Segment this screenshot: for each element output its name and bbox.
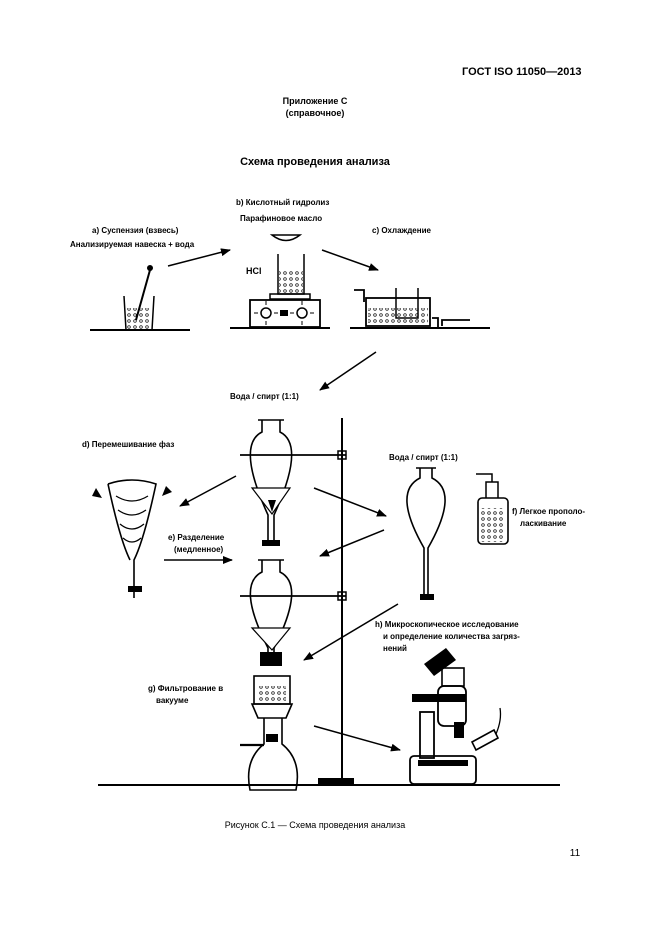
step-f-label: f) Легкое прополо- (512, 507, 586, 516)
step-d-label: d) Перемешивание фаз (82, 440, 175, 449)
step-h-sublabel: и определение количества загряз- (383, 632, 520, 641)
step-a-label: а) Суспензия (взвесь) (92, 226, 179, 235)
arrow-right-to-lower (319, 529, 385, 557)
figure-caption: Рисунок С.1 — Схема проведения анализа (224, 820, 406, 830)
beaker-suspension-icon (123, 265, 155, 331)
step-a-sublabel: Анализируемая навеска + вода (70, 240, 195, 249)
step-h-sublabel-end: нений (383, 644, 407, 653)
arrow-c-to-solvent (319, 351, 377, 391)
step-g-sublabel: вакууме (156, 696, 189, 705)
scheme-title: Схема проведения анализа (240, 156, 390, 168)
arrow-b-to-c (321, 249, 379, 271)
lab-stand-icon (240, 418, 354, 784)
page-number: 11 (569, 848, 581, 859)
step-b-label: b) Кислотный гидролиз (236, 198, 330, 207)
microscope-icon (409, 648, 502, 785)
step-e-sublabel: (медленное) (174, 545, 224, 554)
arrow-to-microscope (313, 725, 401, 752)
arrow-to-mixing (179, 475, 237, 507)
vacuum-flask-icon (240, 675, 299, 791)
arrow-to-right-funnel (313, 487, 387, 517)
separatory-funnel-right-icon (406, 467, 446, 600)
separatory-funnel-upper-icon (249, 419, 293, 546)
wash-bottle-icon (476, 473, 509, 545)
separatory-funnel-lower-icon (249, 559, 293, 666)
step-f-sublabel: ласкивание (520, 519, 567, 528)
appendix-type: (справочное) (285, 108, 345, 118)
standard-number: ГОСТ ISO 11050—2013 (462, 66, 582, 78)
arrow-a-to-b (167, 248, 231, 267)
arrow-to-filtration (303, 603, 399, 661)
solvent-right-label: Вода / спирт (1:1) (389, 453, 458, 462)
step-b-sublabel: Парафиновое масло (240, 214, 323, 223)
cooling-bath-icon (354, 288, 470, 328)
solvent-top-label: Вода / спирт (1:1) (230, 392, 299, 401)
step-c-label: c) Охлаждение (372, 226, 431, 235)
mixing-funnel-icon (92, 479, 172, 598)
hotplate-hydrolysis-icon (249, 234, 321, 328)
appendix-title: Приложение С (282, 96, 348, 106)
step-g-label: g) Фильтрование в (148, 684, 224, 693)
step-h-label: h) Микроскопическое исследование (375, 620, 519, 629)
step-e-label: е) Разделение (168, 533, 225, 542)
hcl-label: HCl (246, 266, 262, 276)
